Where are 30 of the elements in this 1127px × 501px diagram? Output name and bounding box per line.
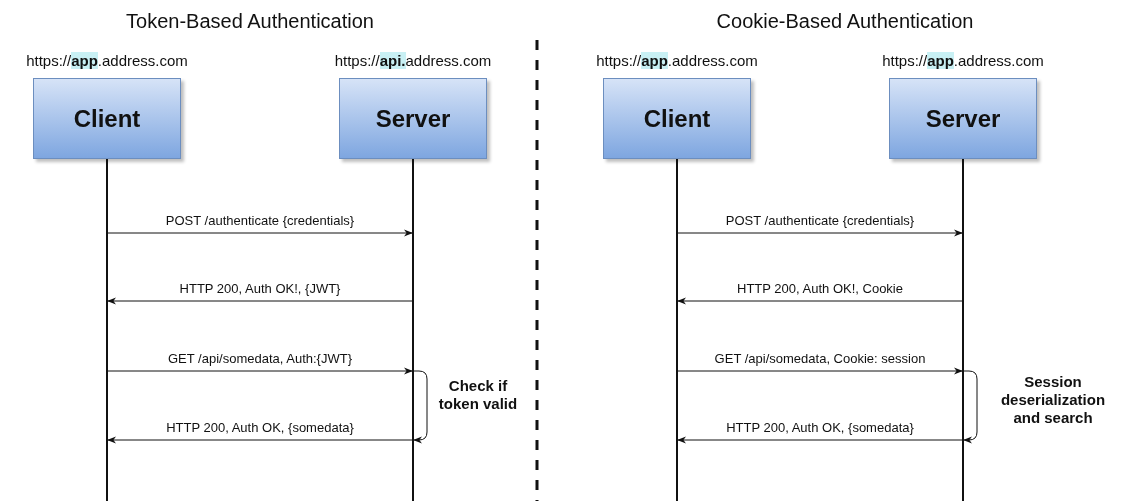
message-label: HTTP 200, Auth OK!, {JWT} [177,281,343,296]
section-title: Token-Based Authentication [126,10,374,33]
arrow [412,370,428,444]
lifeline-box: Client [603,78,751,159]
arrow [677,229,963,237]
arrow [677,297,963,305]
lifeline-box: Server [889,78,1037,159]
url-label: https://app.address.com [596,52,758,70]
url-label: https://app.address.com [882,52,1044,70]
arrow [107,297,413,305]
message-label: HTTP 200, Auth OK, {somedata} [164,420,356,435]
lifeline-box: Server [339,78,487,159]
arrow [107,436,413,444]
section-title: Cookie-Based Authentication [716,10,974,33]
arrow [962,370,978,444]
arrow [107,367,413,375]
message-label: GET /api/somedata, Cookie: session [712,351,928,366]
arrow [107,229,413,237]
url-label: https://api.address.com [334,52,492,70]
message-label: POST /authenticate {credentials} [163,213,357,228]
url-label: https://app.address.com [26,52,188,70]
note-text: Check if token valid [437,377,519,413]
message-label: POST /authenticate {credentials} [723,213,917,228]
lifeline-box: Client [33,78,181,159]
message-label: HTTP 200, Auth OK, {somedata} [724,420,916,435]
arrow [677,367,963,375]
message-label: GET /api/somedata, Auth:{JWT} [166,351,354,366]
note-text: Session deserialization and search [999,373,1107,427]
arrow [677,436,963,444]
message-label: HTTP 200, Auth OK!, Cookie [735,281,905,296]
